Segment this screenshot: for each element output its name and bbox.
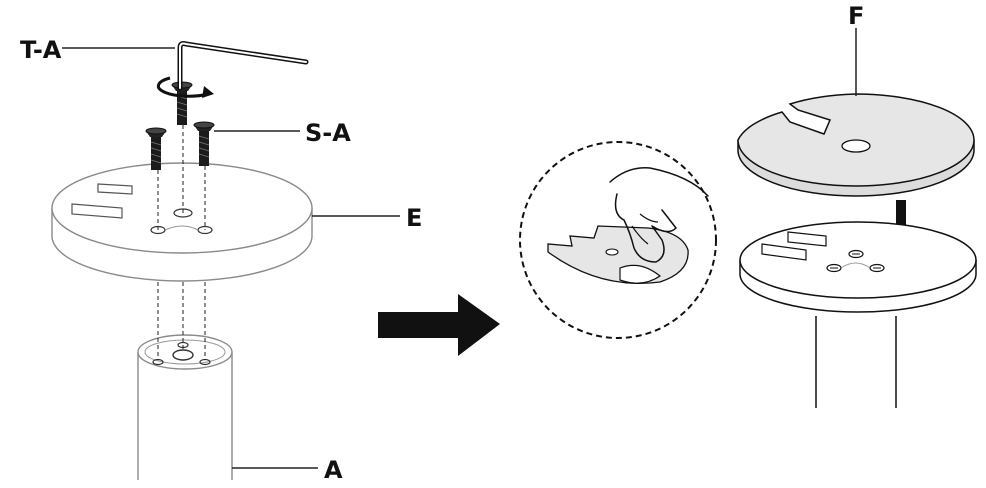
- hex-key: [177, 41, 309, 91]
- label-e: E: [406, 204, 422, 232]
- pillar-a: [137, 334, 233, 480]
- alignment-guides-upper: [157, 125, 206, 230]
- plate-on-pillar: [739, 221, 977, 408]
- label-f: F: [848, 2, 864, 30]
- label-s-a: S-A: [305, 119, 351, 147]
- screw-right: [193, 121, 215, 166]
- label-t-a: T-A: [20, 36, 62, 64]
- alignment-guides-lower: [157, 282, 206, 360]
- top-plate-e: [51, 162, 313, 282]
- label-a: A: [324, 456, 343, 484]
- sticker-disc-f: [737, 93, 975, 197]
- screw-left: [145, 127, 167, 170]
- rotation-arrow-icon: [156, 76, 214, 98]
- next-step-arrow-icon: [378, 294, 500, 356]
- peel-detail-inset: [519, 141, 717, 339]
